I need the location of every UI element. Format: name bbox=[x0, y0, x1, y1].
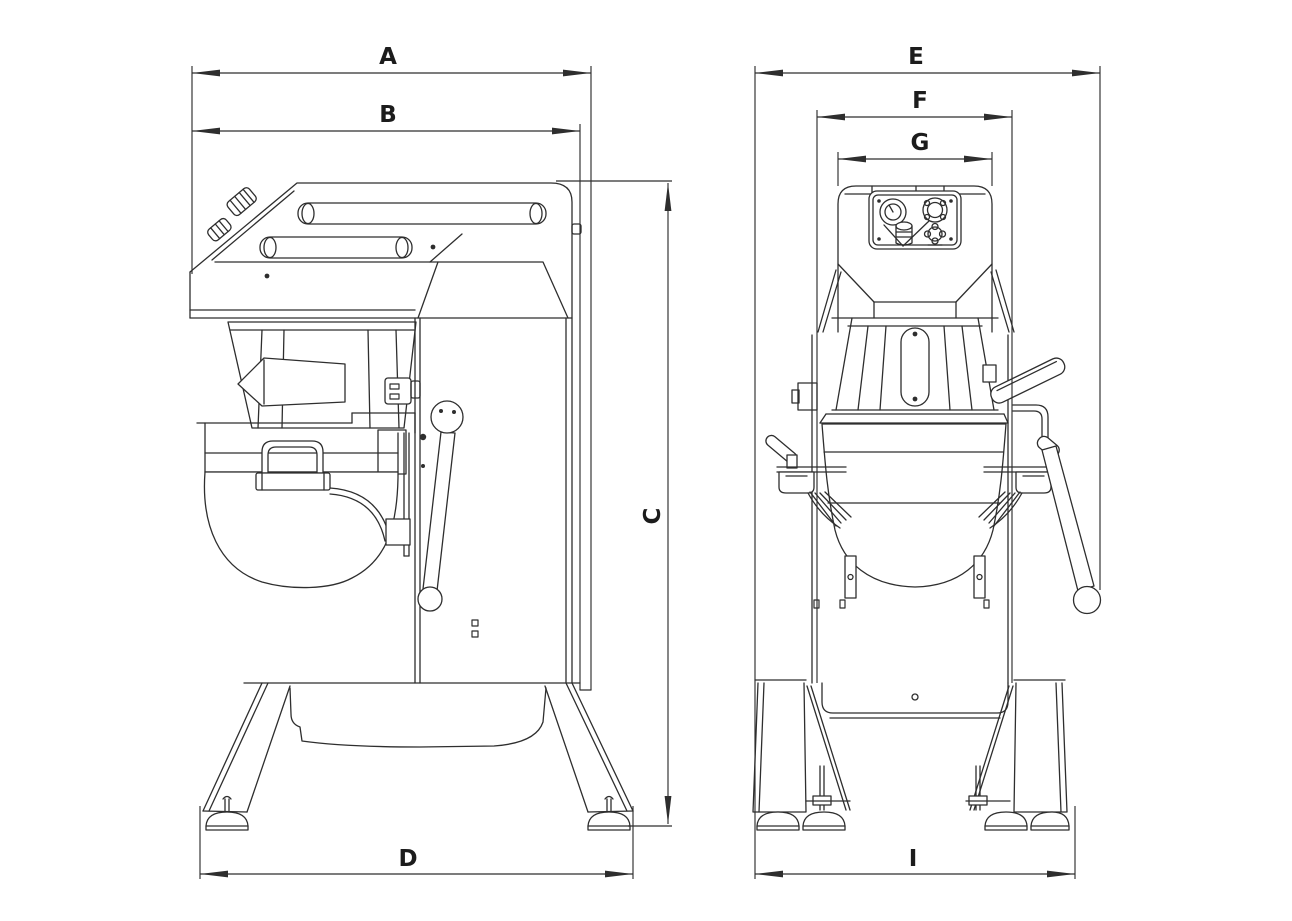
front-base bbox=[752, 679, 1070, 831]
side-planetary-drum bbox=[227, 321, 421, 429]
side-view-drawing bbox=[189, 182, 634, 831]
front-bowl bbox=[813, 423, 1007, 609]
side-knob-small bbox=[207, 217, 232, 242]
side-bowl-lift-lever bbox=[417, 400, 464, 612]
front-bowl-arm-left bbox=[765, 434, 852, 529]
dimension-a: A bbox=[191, 44, 592, 690]
dimension-c: C bbox=[556, 180, 672, 827]
dimension-label-g: G bbox=[911, 130, 930, 156]
side-base bbox=[202, 682, 634, 831]
dimension-label-a: A bbox=[379, 44, 397, 70]
front-bowl-lift-lever bbox=[1012, 404, 1102, 615]
front-planetary-drum bbox=[791, 317, 1009, 424]
dimension-label-c: C bbox=[640, 508, 666, 525]
emergency-stop-button bbox=[922, 197, 948, 223]
front-feet bbox=[756, 811, 1070, 831]
front-bowl-arm-right bbox=[978, 466, 1054, 529]
dimension-i: I bbox=[755, 806, 1076, 879]
dimension-label-b: B bbox=[379, 102, 397, 128]
side-bowl-assembly bbox=[196, 412, 416, 589]
dimension-g: G bbox=[837, 130, 993, 186]
dimension-b: B bbox=[192, 102, 581, 690]
dimension-e: E bbox=[754, 44, 1101, 879]
front-control-panel bbox=[868, 190, 962, 250]
front-view-drawing bbox=[752, 185, 1102, 831]
speed-dial bbox=[879, 198, 907, 226]
side-head bbox=[189, 182, 582, 684]
side-column bbox=[414, 317, 592, 691]
side-foot-front bbox=[205, 795, 249, 831]
dimension-label-e: E bbox=[908, 44, 924, 70]
side-knob-large bbox=[226, 187, 257, 217]
dimension-label-i: I bbox=[909, 846, 918, 872]
front-head bbox=[817, 185, 1015, 333]
dimension-label-d: D bbox=[398, 846, 417, 872]
selector-knob bbox=[923, 222, 947, 246]
dimension-d: D bbox=[199, 806, 634, 879]
dimension-label-f: F bbox=[912, 88, 928, 114]
side-foot-rear bbox=[587, 795, 631, 831]
front-guard-handle bbox=[982, 357, 1066, 404]
dimension-f: F bbox=[816, 88, 1013, 683]
dimension-annotations: A B C D E bbox=[191, 44, 1101, 879]
